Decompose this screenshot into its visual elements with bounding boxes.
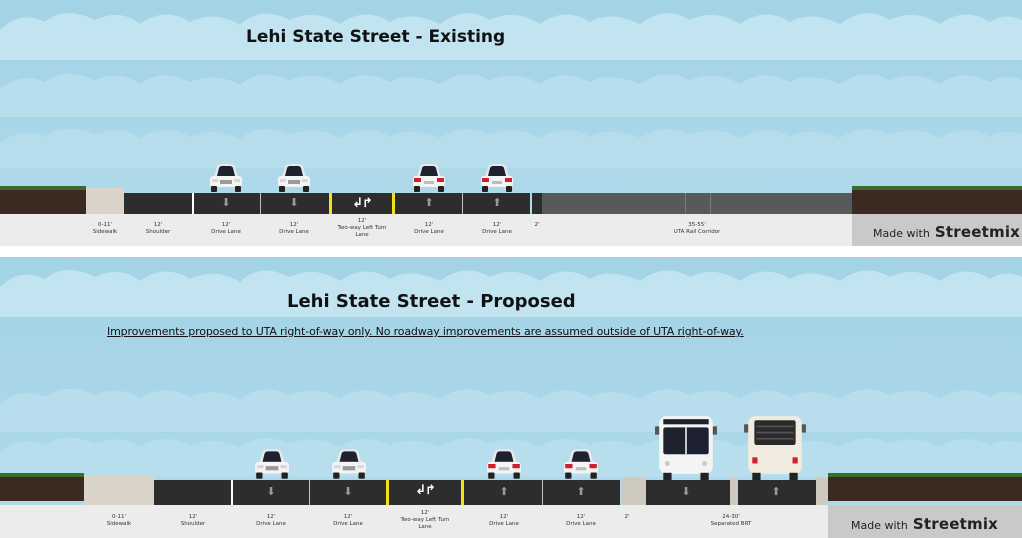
existing-title: Lehi State Street - Existing (246, 27, 506, 47)
proposed-note: Improvements proposed to UTA right-of-wa… (107, 325, 744, 338)
lane-line (309, 480, 310, 505)
bus-rear-icon (741, 414, 809, 480)
segment-label: 12'Drive Lane (333, 514, 363, 527)
streetmix-credit: Made with Streetmix (852, 214, 1022, 246)
segment-label: 12'Drive Lane (566, 514, 596, 527)
segment-label: 12'Drive Lane (279, 222, 309, 235)
segment-label: 12'Two-way Left Turn Lane (400, 510, 450, 530)
sidewalk (86, 188, 124, 214)
proposed-section: Lehi State Street - Proposed Improvement… (0, 257, 1022, 538)
segment-label: 12'Drive Lane (482, 222, 512, 235)
lane-line-yellow (461, 480, 464, 505)
lane-line-yellow (392, 193, 395, 214)
turn-arrows-icon: ↲↱ (352, 196, 373, 211)
car-rear-icon (479, 163, 515, 193)
segment-label: 12'Drive Lane (211, 222, 241, 235)
existing-section: Lehi State Street - Existing ⬇ ⬇ ↲↱ ⬆ ⬆ … (0, 0, 1022, 246)
up-arrow-icon: ⬆ (492, 196, 502, 209)
turn-arrows-icon: ↲↱ (415, 483, 436, 498)
buffer-strip (622, 478, 632, 505)
car-front-icon (330, 448, 368, 480)
down-arrow-icon: ⬇ (681, 485, 691, 498)
rail-divider (710, 193, 711, 214)
segment-label: 24-30'Separated BRT (710, 514, 752, 527)
left-ground (0, 186, 86, 214)
down-arrow-icon: ⬇ (289, 196, 299, 209)
segment-label: 12'Drive Lane (414, 222, 444, 235)
lane-line (542, 480, 543, 505)
cloud-band-middle (0, 377, 1022, 432)
car-front-icon (208, 163, 244, 193)
cloud-band-low (0, 118, 1022, 168)
segment-label: 35-55'UTA Rail Corridor (673, 222, 721, 235)
up-arrow-icon: ⬆ (424, 196, 434, 209)
rail-divider (685, 193, 686, 214)
segment-label: 0-11'Sidewalk (92, 222, 118, 235)
cloud-band-middle (0, 62, 1022, 117)
bus-front-icon (652, 414, 720, 480)
brt-lane (738, 480, 816, 505)
down-arrow-icon: ⬇ (221, 196, 231, 209)
lane-line-yellow (386, 480, 389, 505)
curb (632, 478, 646, 505)
lane-line (260, 193, 261, 214)
proposed-title: Lehi State Street - Proposed (287, 291, 576, 312)
lane-line (462, 193, 463, 214)
car-front-icon (253, 448, 291, 480)
lane-line (231, 480, 233, 505)
right-ground (828, 473, 1022, 501)
segment-label: 12'Drive Lane (256, 514, 286, 527)
down-arrow-icon: ⬇ (266, 485, 276, 498)
down-arrow-icon: ⬇ (343, 485, 353, 498)
car-rear-icon (411, 163, 447, 193)
streetmix-logo: Streetmix (912, 515, 999, 533)
segment-labels: 0-11'Sidewalk 12'Shoulder 12'Drive Lane … (0, 214, 1022, 246)
rail-corridor (542, 193, 852, 214)
up-arrow-icon: ⬆ (576, 485, 586, 498)
car-rear-icon (562, 448, 600, 480)
lane-line (192, 193, 194, 214)
brt-median (730, 478, 738, 505)
segment-label: 2' (534, 222, 540, 228)
segment-label: 12'Drive Lane (489, 514, 519, 527)
streetmix-credit: Made with Streetmix (828, 505, 1022, 538)
car-front-icon (276, 163, 312, 193)
streetmix-logo: Streetmix (934, 223, 1021, 241)
brt-lane (646, 480, 730, 505)
curb (816, 478, 828, 505)
cloud-band-top (0, 0, 1022, 60)
right-ground (852, 186, 1022, 214)
car-rear-icon (485, 448, 523, 480)
up-arrow-icon: ⬆ (499, 485, 509, 498)
sidewalk (84, 475, 154, 505)
lane-line-yellow (329, 193, 332, 214)
segment-label: 12'Shoulder (180, 514, 206, 527)
segment-label: 0-11'Sidewalk (106, 514, 132, 527)
segment-label: 12'Shoulder (145, 222, 171, 235)
roadway (124, 193, 530, 214)
segment-label: 2' (624, 514, 630, 520)
left-ground (0, 473, 84, 501)
buffer-strip (532, 193, 542, 214)
up-arrow-icon: ⬆ (771, 485, 781, 498)
segment-label: 12'Two-way Left Turn Lane (337, 218, 387, 238)
